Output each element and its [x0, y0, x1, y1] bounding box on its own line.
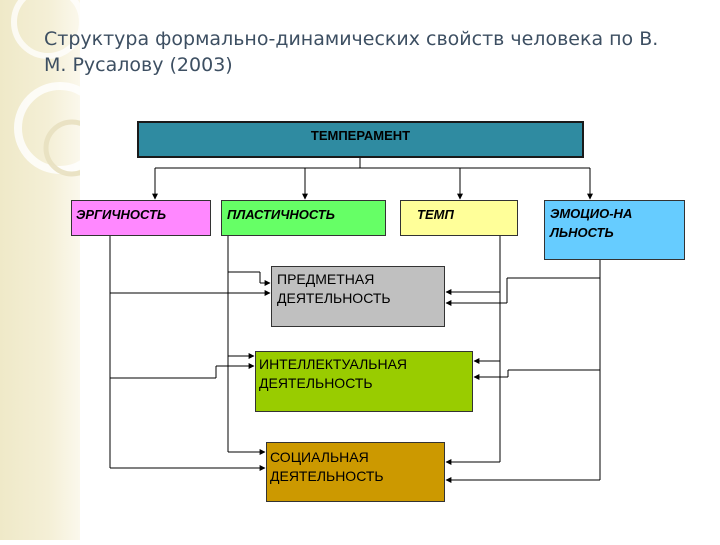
plastichnost-label: ПЛАСТИЧНОСТЬ — [227, 207, 335, 222]
emotsionalnost-label: ЭМОЦИО-НАЛЬНОСТЬ — [550, 206, 633, 240]
ergichnost-label: ЭРГИЧНОСТЬ — [76, 207, 167, 222]
temp-label: ТЕМП — [417, 207, 454, 222]
sotsialnaya-box: СОЦИАЛЬНАЯ ДЕЯТЕЛЬНОСТЬ — [266, 442, 445, 502]
sotsialnaya-label: СОЦИАЛЬНАЯ ДЕЯТЕЛЬНОСТЬ — [270, 449, 384, 484]
ergichnost-box: ЭРГИЧНОСТЬ — [71, 200, 211, 236]
intellektualnaya-label: ИНТЕЛЛЕКТУАЛЬНАЯ ДЕЯТЕЛЬНОСТЬ — [259, 356, 408, 391]
temperament-label: ТЕМПЕРАМЕНТ — [310, 128, 411, 143]
intellektualnaya-box: ИНТЕЛЛЕКТУАЛЬНАЯ ДЕЯТЕЛЬНОСТЬ — [255, 351, 473, 412]
temperament-box: ТЕМПЕРАМЕНТ — [137, 121, 584, 158]
predmetnaya-label: ПРЕДМЕТНАЯ ДЕЯТЕЛЬНОСТЬ — [277, 271, 391, 306]
plastichnost-box: ПЛАСТИЧНОСТЬ — [221, 200, 386, 236]
emotsionalnost-box: ЭМОЦИО-НАЛЬНОСТЬ — [544, 200, 685, 260]
temp-box: ТЕМП — [400, 200, 518, 236]
predmetnaya-box: ПРЕДМЕТНАЯ ДЕЯТЕЛЬНОСТЬ — [271, 266, 445, 327]
slide-title: Структура формально-динамических свойств… — [44, 28, 659, 76]
